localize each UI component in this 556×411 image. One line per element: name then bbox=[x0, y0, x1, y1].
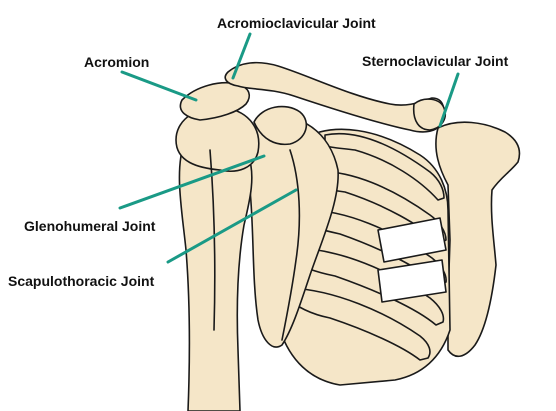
label-acromion: Acromion bbox=[84, 54, 150, 70]
label-sternoclavicular-joint: Sternoclavicular Joint bbox=[362, 53, 509, 69]
label-acromioclavicular-joint: Acromioclavicular Joint bbox=[217, 15, 376, 31]
label-glenohumeral-joint: Glenohumeral Joint bbox=[24, 218, 156, 234]
sternum bbox=[435, 121, 521, 358]
rib-3 bbox=[299, 209, 447, 286]
rib-5 bbox=[289, 287, 431, 361]
leader-scapulothoracic bbox=[166, 188, 298, 264]
rib-4 bbox=[291, 247, 445, 326]
leader-acromioclavicular bbox=[231, 32, 252, 80]
coracoid bbox=[253, 105, 308, 146]
humerus-groove bbox=[209, 149, 216, 331]
clavicle-medial-end bbox=[412, 98, 446, 131]
leader-sternoclavicular bbox=[438, 72, 460, 128]
acromion bbox=[179, 82, 251, 121]
costal-gap-2 bbox=[377, 259, 447, 303]
costal-gap-1 bbox=[377, 217, 447, 263]
scapula-edge bbox=[281, 149, 301, 341]
label-scapulothoracic-joint: Scapulothoracic Joint bbox=[8, 273, 155, 289]
humerus-shaft bbox=[178, 134, 253, 411]
leader-glenohumeral bbox=[118, 154, 266, 210]
rib-1 bbox=[324, 132, 445, 201]
leader-acromion bbox=[120, 70, 198, 102]
